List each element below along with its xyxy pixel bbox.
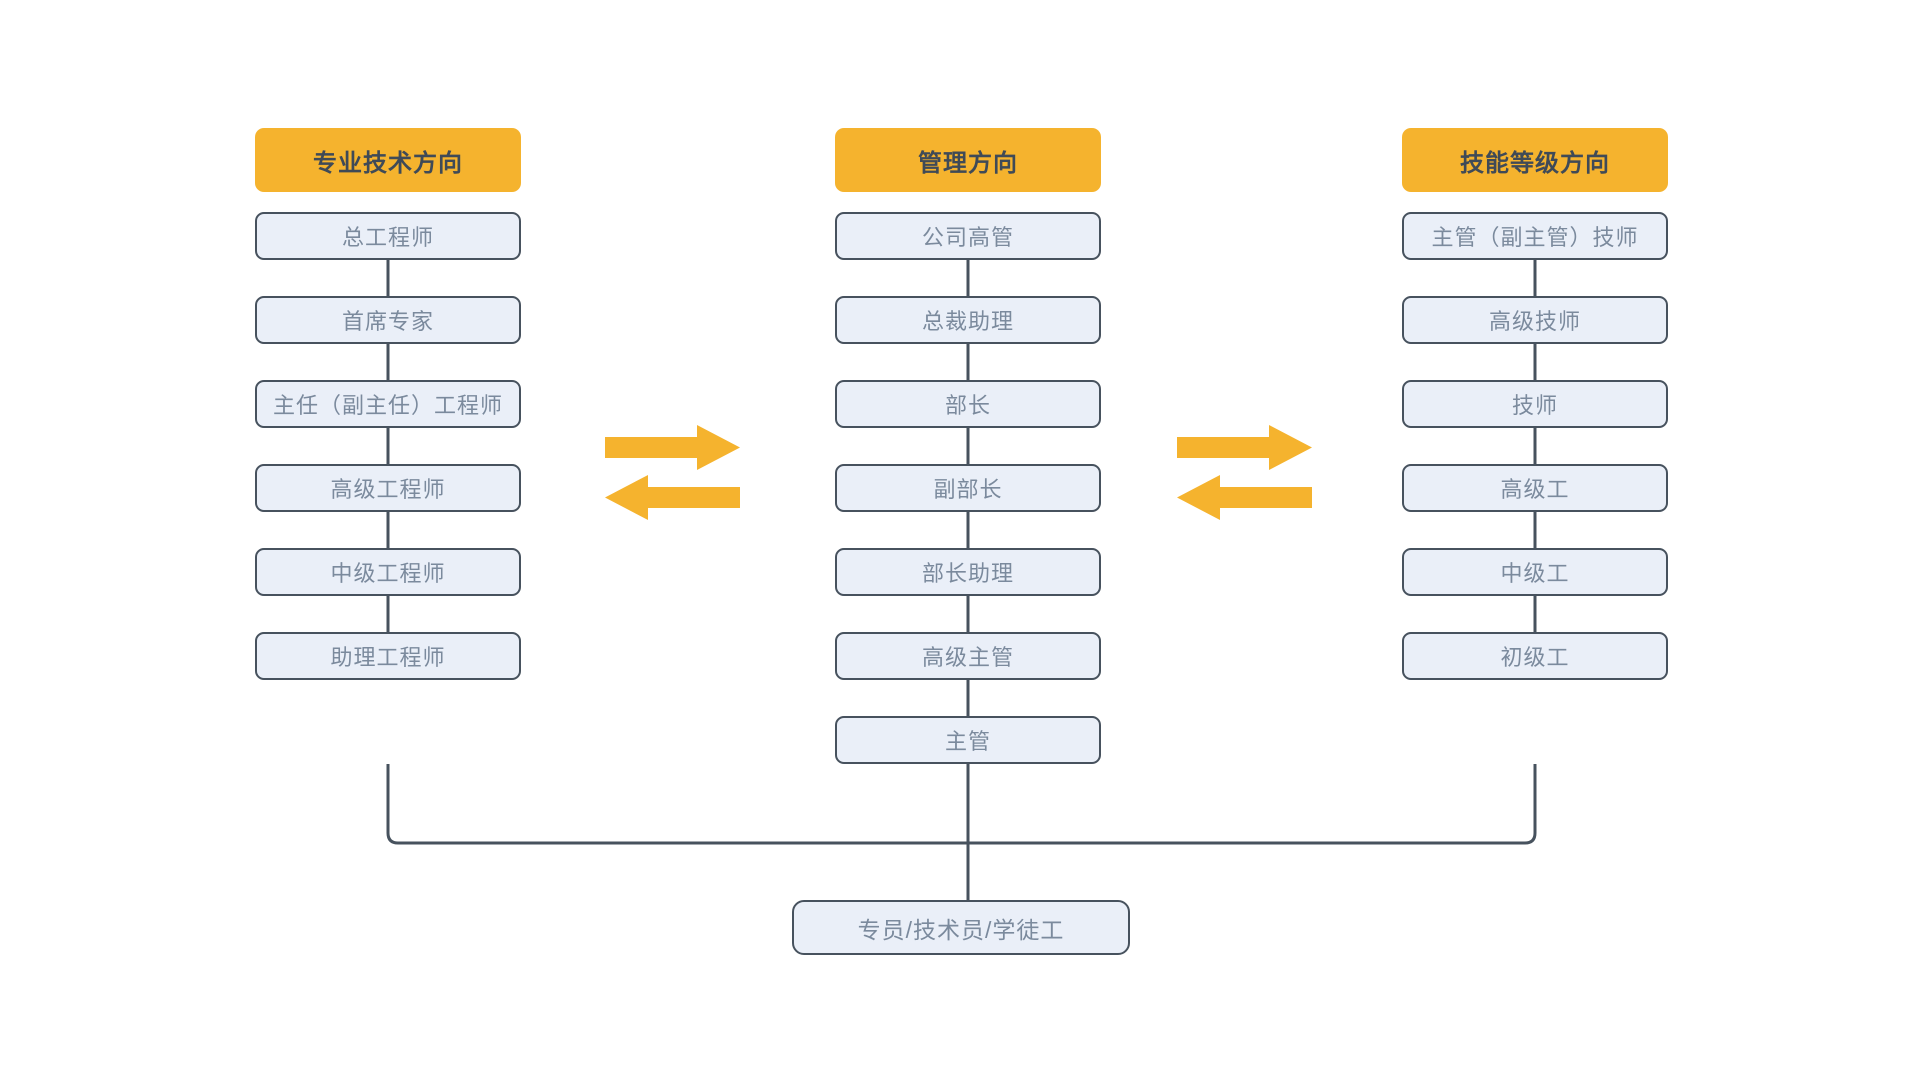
node-technical-3[interactable]: 主任（副主任）工程师 <box>255 380 521 428</box>
bidirectional-exchange-arrows-icon-left[interactable] <box>600 425 745 520</box>
node-skill-1[interactable]: 主管（副主管）技师 <box>1402 212 1668 260</box>
node-skill-5[interactable]: 中级工 <box>1402 548 1668 596</box>
node-management-1-label: 公司高管 <box>921 225 1014 250</box>
node-skill-5-label: 中级工 <box>1500 561 1570 586</box>
connector-skill-to-bus <box>968 764 1537 845</box>
node-skill-6[interactable]: 初级工 <box>1402 632 1668 680</box>
node-skill-3-label: 技师 <box>1511 393 1558 418</box>
node-skill-6-label: 初级工 <box>1500 645 1570 670</box>
node-technical-3-label: 主任（副主任）工程师 <box>272 393 503 418</box>
node-technical-4[interactable]: 高级工程师 <box>255 464 521 512</box>
node-technical-6[interactable]: 助理工程师 <box>255 632 521 680</box>
node-technical-2-label: 首席专家 <box>341 309 434 334</box>
node-management-6-label: 高级主管 <box>921 645 1014 670</box>
column-header-skill[interactable]: 技能等级方向 <box>1402 128 1668 192</box>
node-management-5[interactable]: 部长助理 <box>835 548 1101 596</box>
arrow-right-icon <box>605 425 740 470</box>
node-technical-4-label: 高级工程师 <box>330 477 446 502</box>
node-technical-1[interactable]: 总工程师 <box>255 212 521 260</box>
column-header-technical-label: 专业技术方向 <box>313 149 463 177</box>
node-management-5-label: 部长助理 <box>921 561 1014 586</box>
node-management-3[interactable]: 部长 <box>835 380 1101 428</box>
node-skill-4-label: 高级工 <box>1500 477 1570 502</box>
connector-technical-to-bus <box>386 764 968 845</box>
node-management-7[interactable]: 主管 <box>835 716 1101 764</box>
node-management-3-label: 部长 <box>944 393 991 418</box>
node-skill-2-label: 高级技师 <box>1488 309 1581 334</box>
node-technical-2[interactable]: 首席专家 <box>255 296 521 344</box>
node-management-1[interactable]: 公司高管 <box>835 212 1101 260</box>
node-skill-3[interactable]: 技师 <box>1402 380 1668 428</box>
column-header-management-label: 管理方向 <box>918 149 1018 177</box>
arrow-left-icon <box>605 475 740 520</box>
node-technical-6-label: 助理工程师 <box>330 645 446 670</box>
arrow-right-icon <box>1177 425 1312 470</box>
node-base-entry-level[interactable]: 专员/技术员/学徒工 <box>792 900 1130 955</box>
node-management-2[interactable]: 总裁助理 <box>835 296 1101 344</box>
node-skill-2[interactable]: 高级技师 <box>1402 296 1668 344</box>
node-management-4[interactable]: 副部长 <box>835 464 1101 512</box>
node-technical-5[interactable]: 中级工程师 <box>255 548 521 596</box>
node-base-entry-level-label: 专员/技术员/学徒工 <box>857 916 1065 943</box>
arrow-left-icon <box>1177 475 1312 520</box>
node-technical-1-label: 总工程师 <box>341 225 434 250</box>
node-skill-4[interactable]: 高级工 <box>1402 464 1668 512</box>
column-header-skill-label: 技能等级方向 <box>1460 149 1610 177</box>
node-management-2-label: 总裁助理 <box>921 309 1014 334</box>
column-header-technical[interactable]: 专业技术方向 <box>255 128 521 192</box>
node-management-6[interactable]: 高级主管 <box>835 632 1101 680</box>
node-technical-5-label: 中级工程师 <box>330 561 446 586</box>
node-skill-1-label: 主管（副主管）技师 <box>1431 225 1639 250</box>
node-management-4-label: 副部长 <box>933 477 1003 502</box>
node-management-7-label: 主管 <box>944 729 991 754</box>
bidirectional-exchange-arrows-icon-right[interactable] <box>1172 425 1317 520</box>
column-header-management[interactable]: 管理方向 <box>835 128 1101 192</box>
